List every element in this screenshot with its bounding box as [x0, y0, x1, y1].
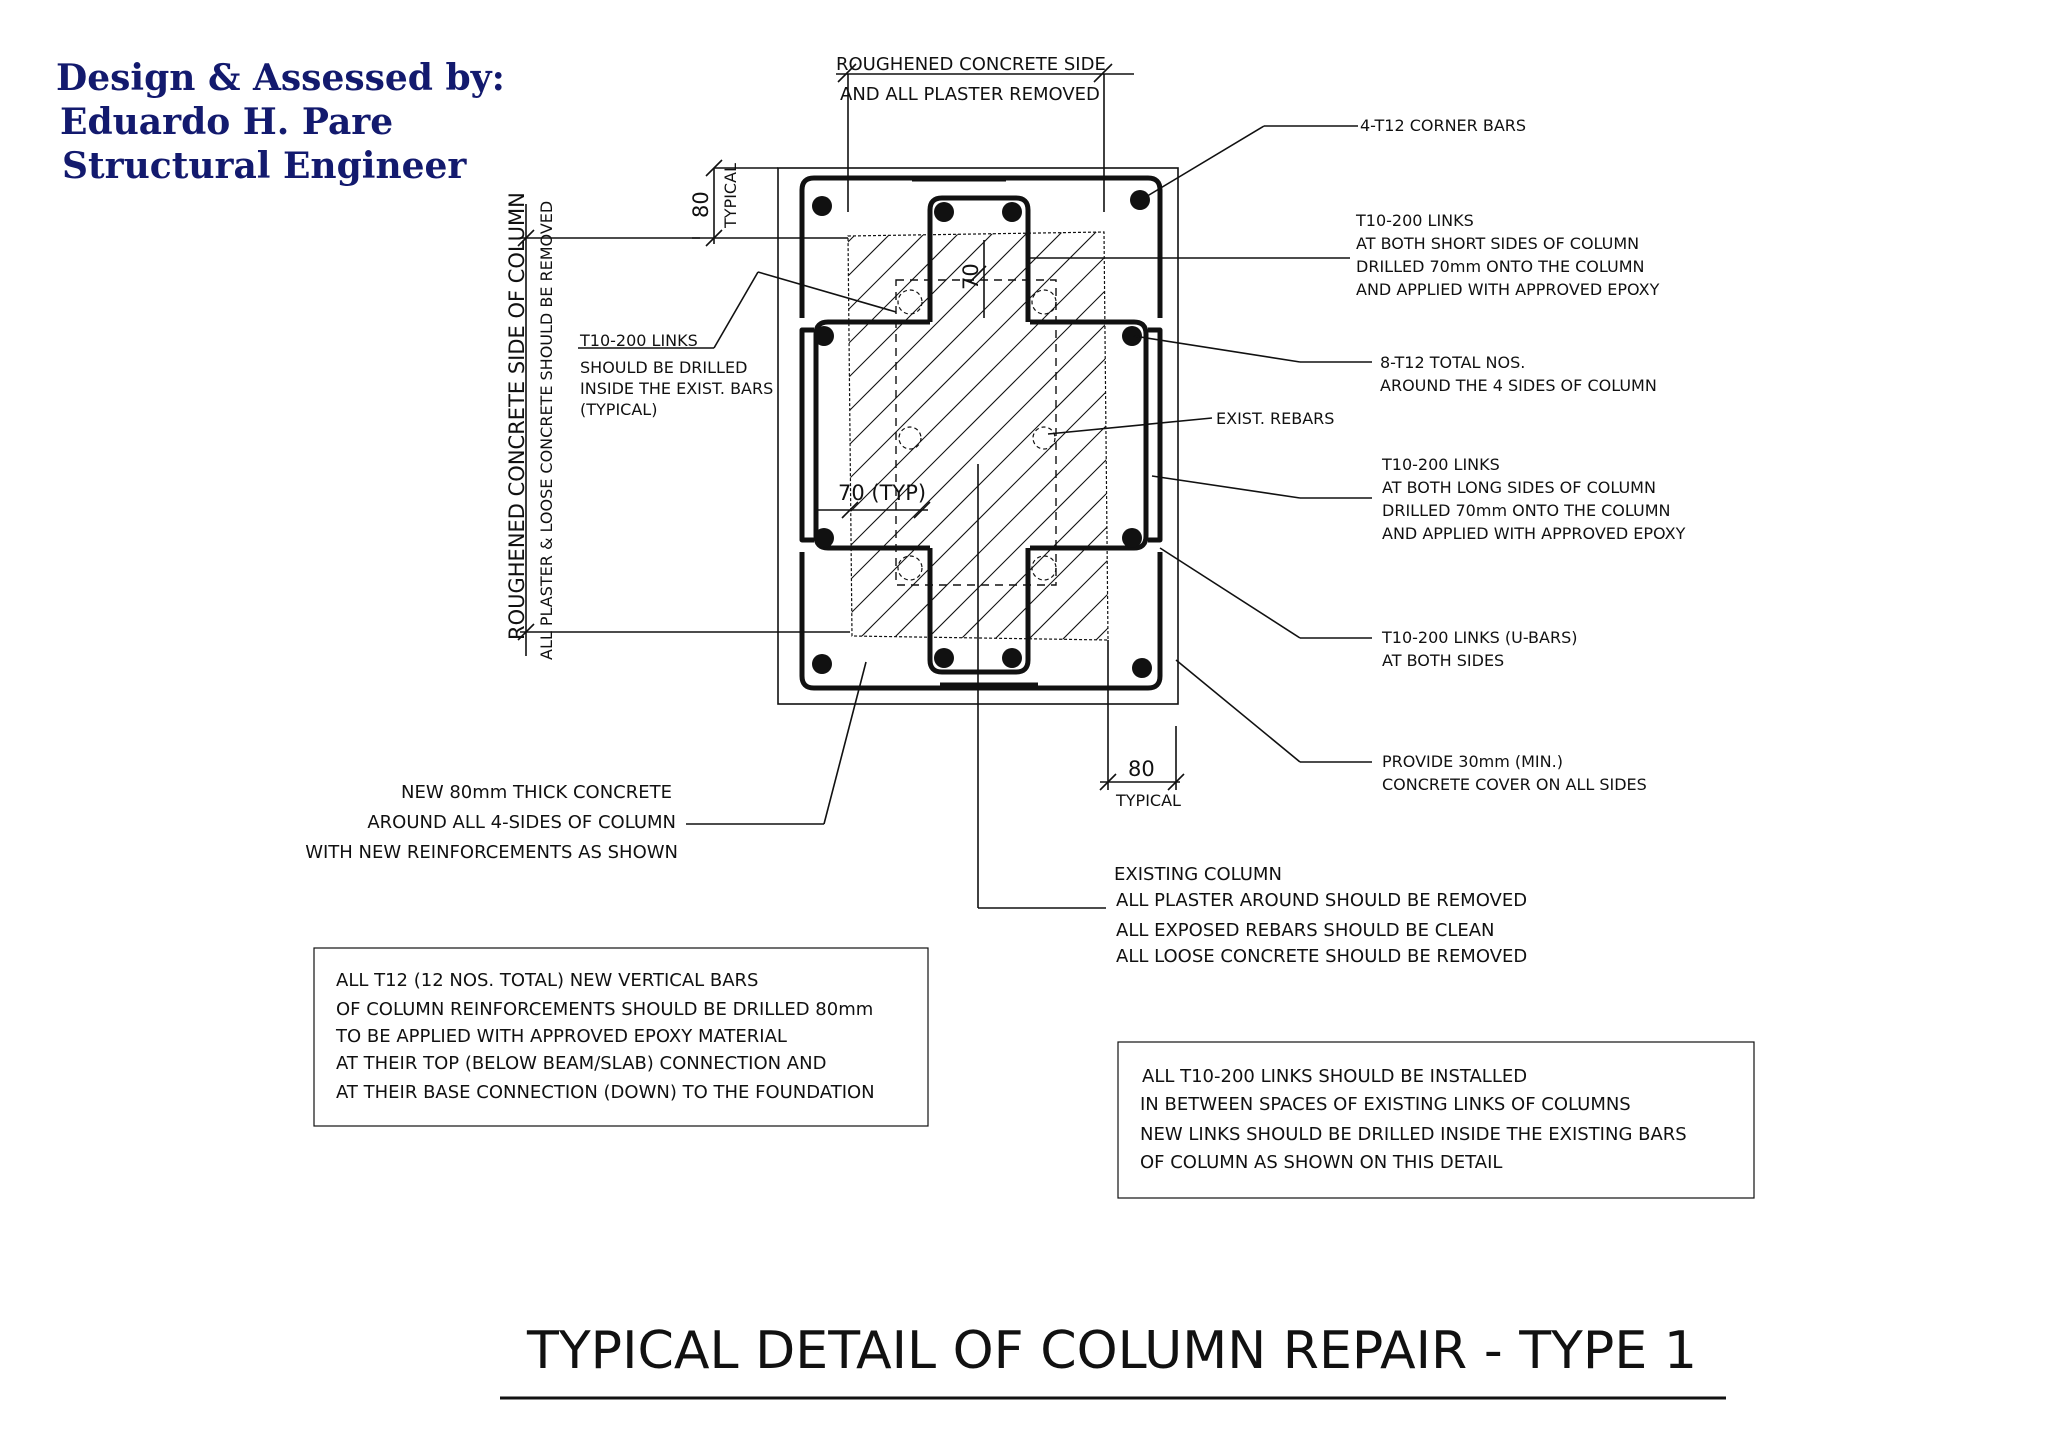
long-links-line-1: T10-200 LINKS	[1381, 455, 1500, 474]
inner-links-line-4: (TYPICAL)	[580, 400, 657, 419]
right-labels: 4-T12 CORNER BARS T10-200 LINKS AT BOTH …	[1216, 116, 1686, 794]
designer-line-2: Eduardo H. Pare	[60, 101, 393, 143]
corner-bars-label: 4-T12 CORNER BARS	[1360, 116, 1526, 135]
existing-line-3: ALL EXPOSED REBARS SHOULD BE CLEAN	[1116, 920, 1495, 941]
top-roughened-label: ROUGHENED CONCRETE SIDE AND ALL PLASTER …	[836, 54, 1134, 212]
note-right-line-3: NEW LINKS SHOULD BE DRILLED INSIDE THE E…	[1140, 1124, 1687, 1145]
left-labels: T10-200 LINKS SHOULD BE DRILLED INSIDE T…	[305, 331, 773, 863]
total-bars-line-2: AROUND THE 4 SIDES OF COLUMN	[1380, 376, 1657, 395]
left-roughened-label: ROUGHENED CONCRETE SIDE OF COLUMN ALL PL…	[505, 192, 850, 660]
hatch-line	[949, 232, 1108, 640]
exist-rebars-label: EXIST. REBARS	[1216, 409, 1334, 428]
hatch-line	[983, 232, 1108, 640]
note-right-line-4: OF COLUMN AS SHOWN ON THIS DETAIL	[1140, 1152, 1502, 1173]
short-links-line-4: AND APPLIED WITH APPROVED EPOXY	[1356, 280, 1660, 299]
note-right-line-1: ALL T10-200 LINKS SHOULD BE INSTALLED	[1142, 1066, 1527, 1087]
short-links-line-1: T10-200 LINKS	[1355, 211, 1474, 230]
new-concrete-line-3: WITH NEW REINFORCEMENTS AS SHOWN	[305, 842, 678, 863]
hatch-line	[848, 232, 929, 640]
dim-80-top-typical: TYPICAL	[721, 163, 740, 229]
designer-stamp: Design & Assessed by: Eduardo H. Pare St…	[56, 57, 505, 187]
hatch-line	[848, 232, 1099, 640]
note-box-left: ALL T12 (12 NOS. TOTAL) NEW VERTICAL BAR…	[313, 947, 929, 1127]
note-left-line-4: AT THEIR TOP (BELOW BEAM/SLAB) CONNECTIO…	[336, 1053, 826, 1074]
hatch-line	[848, 232, 1065, 640]
note-left-line-5: AT THEIR BASE CONNECTION (DOWN) TO THE F…	[336, 1082, 875, 1103]
dim-80-top: 80 TYPICAL	[689, 159, 848, 247]
dim-80-bottom-typical: TYPICAL	[1115, 791, 1181, 810]
ubars-line-1: T10-200 LINKS (U-BARS)	[1381, 628, 1577, 647]
inner-links-line-2: SHOULD BE DRILLED	[580, 358, 747, 377]
note-left-line-1: ALL T12 (12 NOS. TOTAL) NEW VERTICAL BAR…	[336, 970, 758, 991]
existing-line-4: ALL LOOSE CONCRETE SHOULD BE REMOVED	[1116, 946, 1527, 967]
roughened-top-line-1: ROUGHENED CONCRETE SIDE	[836, 54, 1106, 75]
inner-links-line-3: INSIDE THE EXIST. BARS	[580, 379, 773, 398]
designer-line-1: Design & Assessed by:	[56, 57, 505, 99]
dim-80-top-value: 80	[689, 191, 713, 218]
hatch-line	[848, 232, 997, 640]
existing-line-1: EXISTING COLUMN	[1114, 864, 1282, 885]
hatch-line	[848, 232, 1108, 640]
total-bars-line-1: 8-T12 TOTAL NOS.	[1380, 353, 1525, 372]
roughened-top-line-2: AND ALL PLASTER REMOVED	[840, 84, 1100, 105]
dim-70-typ-value: 70 (TYP)	[838, 481, 926, 505]
dim-70-interior: 70 70 (TYP)	[818, 240, 987, 519]
hatch-line	[1017, 232, 1108, 640]
vertical-label-1: ROUGHENED CONCRETE SIDE OF COLUMN	[505, 192, 529, 640]
note-box-right: ALL T10-200 LINKS SHOULD BE INSTALLED IN…	[1117, 1041, 1755, 1199]
hatch-line	[848, 232, 1108, 640]
hatch-line	[848, 232, 1108, 640]
existing-line-2: ALL PLASTER AROUND SHOULD BE REMOVED	[1116, 890, 1527, 911]
new-concrete-line-1: NEW 80mm THICK CONCRETE	[401, 782, 672, 803]
hatch-line	[848, 232, 1108, 640]
inner-links-line-1: T10-200 LINKS	[579, 331, 698, 350]
long-links-line-3: DRILLED 70mm ONTO THE COLUMN	[1382, 501, 1671, 520]
dim-80-bottom: 80 TYPICAL	[1099, 640, 1185, 810]
note-left-line-2: OF COLUMN REINFORCEMENTS SHOULD BE DRILL…	[336, 999, 873, 1020]
ubars-line-2: AT BOTH SIDES	[1382, 651, 1504, 670]
hatch-line	[848, 232, 861, 640]
long-links-line-4: AND APPLIED WITH APPROVED EPOXY	[1382, 524, 1686, 543]
hatch-line	[848, 232, 1031, 640]
note-left-line-3: TO BE APPLIED WITH APPROVED EPOXY MATERI…	[335, 1026, 787, 1047]
right-leaders	[1030, 125, 1372, 763]
note-right-line-2: IN BETWEEN SPACES OF EXISTING LINKS OF C…	[1140, 1094, 1631, 1115]
new-concrete-line-2: AROUND ALL 4-SIDES OF COLUMN	[367, 812, 676, 833]
drawing-title: TYPICAL DETAIL OF COLUMN REPAIR - TYPE 1	[500, 1321, 1726, 1400]
drawing-title-text: TYPICAL DETAIL OF COLUMN REPAIR - TYPE 1	[526, 1321, 1697, 1381]
cover-line-1: PROVIDE 30mm (MIN.)	[1382, 752, 1563, 771]
long-links-line-2: AT BOTH LONG SIDES OF COLUMN	[1382, 478, 1656, 497]
designer-line-3: Structural Engineer	[62, 145, 467, 187]
left-leaders	[578, 271, 1106, 909]
short-links-line-2: AT BOTH SHORT SIDES OF COLUMN	[1356, 234, 1639, 253]
vertical-label-2: ALL PLASTER & LOOSE CONCRETE SHOULD BE R…	[537, 201, 556, 660]
hatch-line	[848, 232, 1108, 640]
dim-80-bottom-value: 80	[1128, 757, 1155, 781]
existing-rebars	[897, 289, 1057, 581]
cover-line-2: CONCRETE COVER ON ALL SIDES	[1382, 775, 1647, 794]
hatch-line	[881, 232, 1108, 640]
hatch-line	[915, 232, 1108, 640]
hatch-line	[848, 232, 963, 640]
dim-70-value: 70	[959, 263, 983, 290]
new-rebars	[812, 190, 1152, 678]
short-links-line-3: DRILLED 70mm ONTO THE COLUMN	[1356, 257, 1645, 276]
existing-column-note: EXISTING COLUMN ALL PLASTER AROUND SHOUL…	[1114, 864, 1527, 967]
